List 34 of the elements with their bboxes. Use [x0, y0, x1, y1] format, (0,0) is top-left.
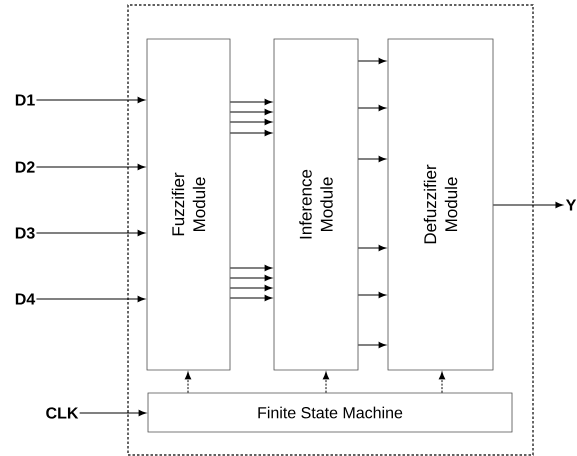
signal-label: CLK	[46, 407, 78, 419]
signal-label: D2	[16, 161, 35, 173]
arrow	[358, 104, 386, 112]
module-box: Defuzzifier Module	[388, 38, 494, 370]
arrow	[230, 108, 272, 116]
clock-arrow	[438, 372, 446, 394]
signal-label: D1	[16, 94, 35, 106]
arrow	[230, 264, 272, 272]
dashed-frame	[127, 4, 534, 456]
arrow	[358, 244, 386, 252]
module-box: Fuzzifier Module	[146, 38, 230, 370]
arrow	[230, 274, 272, 282]
arrow	[492, 202, 563, 208]
signal-label: Y	[566, 200, 576, 210]
arrow	[230, 98, 272, 106]
arrow	[79, 410, 146, 416]
arrow	[36, 164, 146, 170]
arrow	[358, 292, 386, 298]
clock-arrow	[184, 372, 192, 394]
arrow	[230, 130, 272, 136]
arrow	[358, 342, 386, 348]
arrow	[230, 118, 272, 126]
arrow	[36, 296, 146, 302]
arrow	[36, 96, 146, 104]
arrow	[358, 156, 386, 162]
arrow	[230, 294, 272, 302]
arrow	[358, 58, 386, 64]
arrow	[36, 230, 146, 236]
clock-arrow	[322, 372, 330, 394]
process-box: Finite State Machine	[148, 392, 512, 432]
signal-label: D3	[16, 227, 35, 239]
arrow	[230, 284, 272, 292]
signal-label: D4	[16, 294, 36, 304]
module-box: Inference Module	[274, 38, 358, 370]
